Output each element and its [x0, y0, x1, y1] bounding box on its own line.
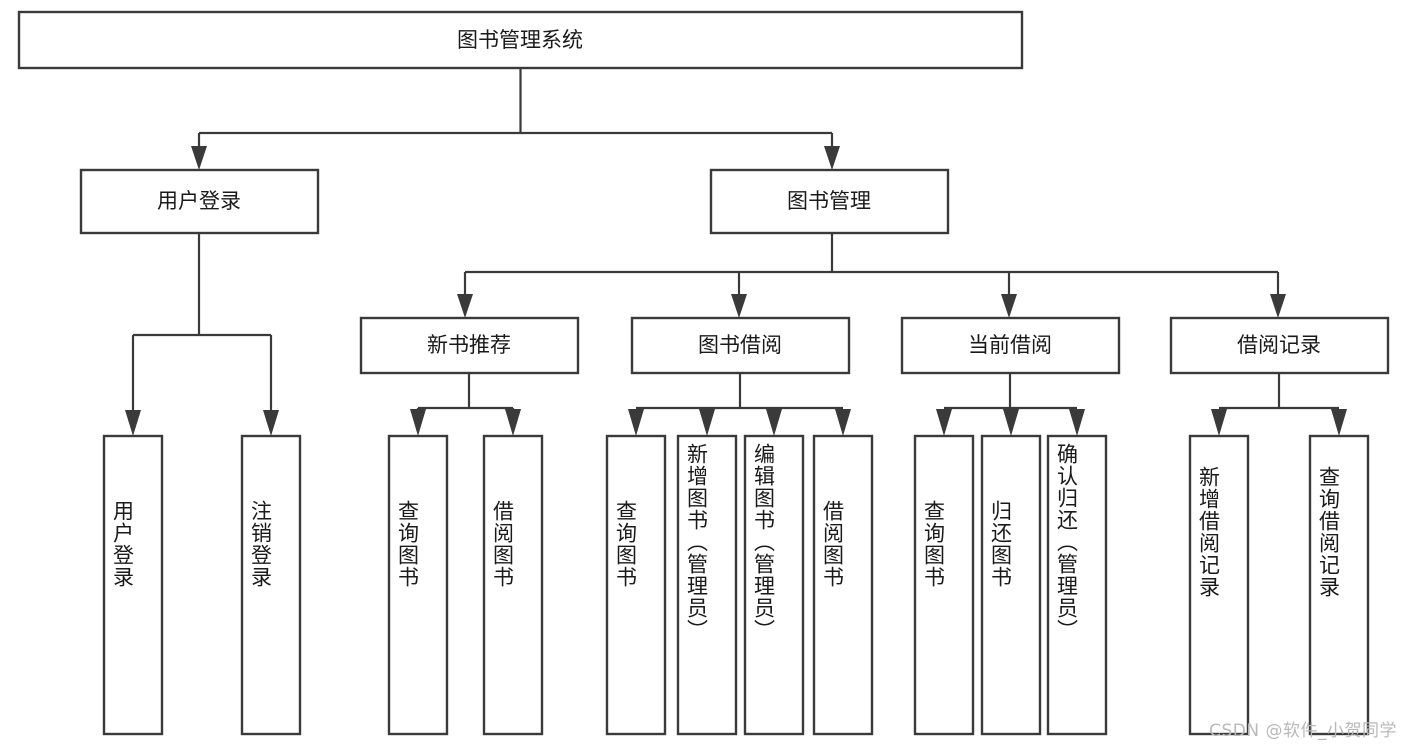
leaf-label-borrow-record-1: 新增借阅记录	[1196, 466, 1221, 598]
arrowhead-br-leaf1	[1211, 409, 1227, 436]
node-book-management-box[interactable]	[709, 168, 950, 235]
leaf-box-current-borrow-2[interactable]	[980, 434, 1042, 736]
arrowhead-cb-leaf2	[1003, 409, 1019, 436]
arrowhead-bb-leaf1	[628, 409, 644, 436]
node-root-label: 图书管理系统	[457, 28, 583, 52]
node-current-borrow-box[interactable]	[900, 316, 1121, 375]
leaf-label-current-borrow-1: 查询图书	[921, 500, 946, 588]
leaf-box-book-borrow-2[interactable]	[676, 434, 738, 736]
node-book-management[interactable]: 图书管理	[709, 168, 950, 235]
leaf-label-new-book-2: 借阅图书	[490, 500, 515, 588]
leaf-box-book-borrow-3[interactable]	[743, 434, 805, 736]
node-borrow-record-label: 借阅记录	[1237, 333, 1321, 357]
node-root[interactable]: 图书管理系统	[17, 10, 1024, 70]
node-root-box[interactable]	[17, 10, 1024, 70]
arrowhead-nb-leaf1	[410, 409, 426, 436]
leaf-label-borrow-record-2: 查询借阅记录	[1316, 466, 1341, 598]
node-current-borrow-label: 当前借阅	[968, 333, 1052, 357]
leaf-box-borrow-record-2[interactable]	[1308, 434, 1370, 736]
leaf-box-user-login-2[interactable]	[240, 434, 302, 736]
arrowhead-book-borrow	[731, 294, 747, 318]
node-book-management-label: 图书管理	[787, 189, 871, 213]
leaf-label-current-borrow-2: 归还图书	[988, 500, 1013, 588]
node-book-borrow-box[interactable]	[630, 316, 851, 375]
leaf-box-new-book-1[interactable]	[387, 434, 449, 736]
arrowhead-cb-leaf1	[936, 409, 952, 436]
arrowhead-current-borrow	[1001, 294, 1017, 318]
arrowhead-borrow-record	[1270, 294, 1286, 318]
node-current-borrow[interactable]: 当前借阅	[900, 316, 1121, 375]
leaf-label-user-login-2: 注销登录	[248, 500, 273, 588]
arrowhead-ul-leaf1	[125, 410, 141, 436]
csdn-watermark: CSDN @软件_小贺同学	[1209, 721, 1397, 741]
arrowhead-book-mgmt	[824, 146, 840, 170]
leaf-box-user-login-1[interactable]	[102, 434, 164, 736]
leaf-box-book-borrow-4[interactable]	[812, 434, 874, 736]
leaf-label-new-book-1: 查询图书	[395, 500, 420, 588]
node-borrow-record[interactable]: 借阅记录	[1169, 316, 1390, 375]
leaf-label-user-login-1: 用户登录	[110, 500, 135, 588]
node-new-book-recommend-label: 新书推荐	[427, 333, 511, 357]
leaf-box-book-borrow-1[interactable]	[605, 434, 667, 736]
arrowhead-bb-leaf4	[835, 409, 851, 436]
arrowhead-nb-leaf2	[505, 409, 521, 436]
leaf-box-new-book-2[interactable]	[482, 434, 544, 736]
arrowhead-ul-leaf2	[263, 410, 279, 436]
node-book-borrow-label: 图书借阅	[698, 333, 782, 357]
node-borrow-record-box[interactable]	[1169, 316, 1390, 375]
leaf-label-book-borrow-3: 编辑图书（管理员）	[751, 443, 776, 641]
leaf-label-current-borrow-3: 确认归还（管理员）	[1054, 443, 1079, 641]
arrowhead-bb-leaf3	[766, 409, 782, 436]
node-user-login-label: 用户登录	[157, 189, 241, 213]
leaf-box-borrow-record-1[interactable]	[1188, 434, 1250, 736]
leaf-label-book-borrow-4: 借阅图书	[820, 500, 845, 588]
leaf-box-current-borrow-3[interactable]	[1046, 434, 1108, 736]
arrowhead-new-book	[457, 294, 473, 318]
arrowhead-br-leaf2	[1331, 409, 1347, 436]
connector-group	[125, 68, 1347, 436]
node-user-login[interactable]: 用户登录	[79, 168, 320, 235]
arrowhead-bb-leaf2	[699, 409, 715, 436]
node-new-book-recommend-box[interactable]	[359, 316, 580, 375]
node-book-borrow[interactable]: 图书借阅	[630, 316, 851, 375]
leaf-label-book-borrow-1: 查询图书	[613, 500, 638, 588]
node-user-login-box[interactable]	[79, 168, 320, 235]
node-new-book-recommend[interactable]: 新书推荐	[359, 316, 580, 375]
leaf-label-book-borrow-2: 新增图书（管理员）	[684, 443, 709, 641]
leaf-box-current-borrow-1[interactable]	[913, 434, 975, 736]
arrowhead-cb-leaf3	[1069, 409, 1085, 436]
arrowhead-user-login	[191, 146, 207, 170]
